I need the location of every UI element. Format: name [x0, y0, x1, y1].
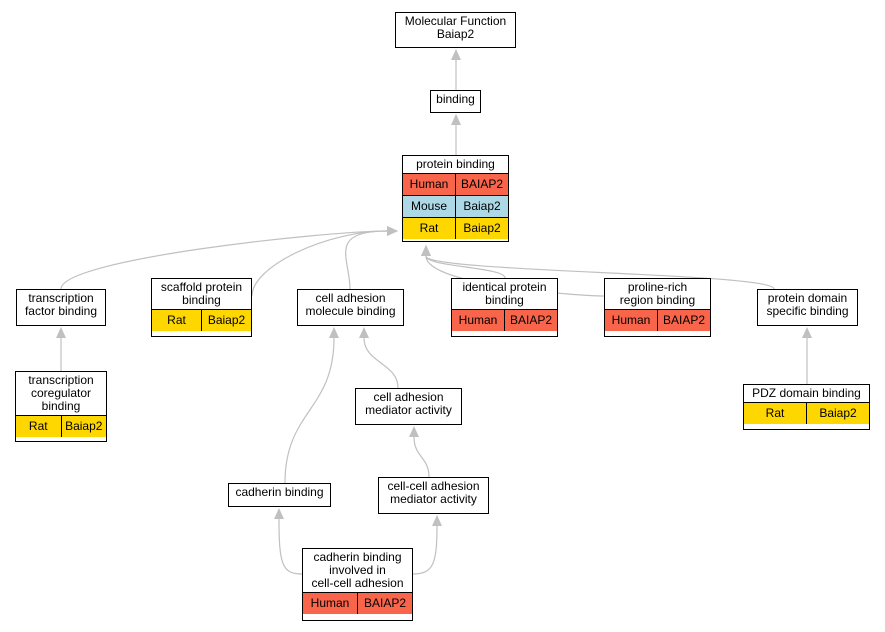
term-node-tfbind[interactable]: transcription factor binding — [16, 289, 106, 326]
term-title: transcription factor binding — [24, 291, 98, 318]
edge-tfbind-to-protein — [60, 230, 388, 290]
gene-cell: BAIAP2 — [657, 310, 710, 331]
edge-cadherin-to-cam — [284, 337, 335, 484]
arrowhead-cadcc-to-cadherin — [274, 508, 284, 519]
gene-cell: Baiap2 — [455, 218, 508, 239]
annotation-row: Human BAIAP2 — [452, 309, 557, 331]
arrowhead-domain-to-protein — [421, 245, 431, 256]
species-cell: Rat — [167, 313, 186, 327]
annotation-row: Mouse Baiap2 — [403, 195, 508, 217]
term-title: cell adhesion molecule binding — [305, 291, 396, 318]
term-node-binding[interactable]: binding — [430, 90, 481, 113]
edge-cadcc-to-cadherin — [278, 518, 303, 575]
term-title: cell-cell adhesion mediator activity — [387, 479, 480, 506]
species-cell: Rat — [28, 419, 48, 433]
annotation-row: Human BAIAP2 — [605, 309, 710, 331]
arrowhead-cam-to-protein — [387, 226, 398, 236]
annotation-row: Human BAIAP2 — [303, 592, 412, 614]
species-cell: Rat — [765, 406, 785, 420]
edge-ccmed-to-camed — [413, 436, 430, 478]
term-title: Molecular Function Baiap2 — [404, 14, 507, 41]
gene-cell: BAIAP2 — [357, 593, 412, 614]
edge-cam-to-protein — [345, 230, 388, 290]
term-title: PDZ domain binding — [752, 386, 861, 400]
arrowhead-binding-to-root — [451, 49, 461, 60]
gene-cell: Baiap2 — [455, 196, 508, 217]
term-title: identical protein binding — [462, 280, 547, 307]
gene-cell: BAIAP2 — [455, 174, 508, 195]
arrowhead-tcoreg-to-tfbind — [56, 327, 66, 338]
term-node-root[interactable]: Molecular Function Baiap2 — [395, 12, 516, 48]
annotation-row: Human BAIAP2 — [403, 173, 508, 195]
term-title: cadherin binding — [235, 485, 324, 499]
term-title: scaffold protein binding — [160, 280, 243, 307]
annotation-row: Rat Baiap2 — [16, 415, 106, 437]
arrowhead-ccmed-to-camed — [409, 426, 419, 437]
edge-identical-to-protein — [425, 255, 506, 279]
term-node-cadherin[interactable]: cadherin binding — [228, 483, 331, 507]
species-cell: Human — [310, 596, 350, 610]
gene-cell: BAIAP2 — [504, 310, 557, 331]
term-node-domain[interactable]: protein domain specific binding — [757, 289, 858, 326]
annotation-row: Rat Baiap2 — [152, 309, 251, 331]
species-cell: Human — [409, 177, 449, 191]
term-title: protein domain specific binding — [766, 291, 849, 318]
arrowhead-protein-to-binding — [451, 114, 461, 125]
species-cell: Human — [458, 313, 498, 327]
term-title: protein binding — [416, 157, 495, 171]
species-cell: Rat — [419, 221, 439, 235]
term-title: cadherin binding involved in cell-cell a… — [311, 550, 404, 590]
gene-cell: Baiap2 — [60, 416, 107, 437]
arrowhead-camed-to-cam — [359, 327, 369, 338]
arrowhead-cadherin-to-cam — [329, 327, 339, 338]
term-title: proline-rich region binding — [619, 280, 696, 307]
term-title: cell adhesion mediator activity — [365, 390, 452, 417]
term-title: binding — [436, 92, 475, 106]
species-cell: Mouse — [410, 199, 448, 213]
arrowhead-pdz-to-domain — [802, 327, 812, 338]
edge-camed-to-cam — [363, 337, 399, 389]
gene-cell: Baiap2 — [201, 310, 251, 331]
species-cell: Human — [611, 313, 651, 327]
annotation-row: Rat Baiap2 — [744, 402, 869, 424]
gene-cell: Baiap2 — [806, 403, 869, 424]
edge-cadcc-to-ccmed — [412, 525, 438, 575]
annotation-row: Rat Baiap2 — [403, 217, 508, 239]
term-node-ccmed[interactable]: cell-cell adhesion mediator activity — [378, 477, 489, 514]
arrowhead-cadcc-to-ccmed — [432, 515, 442, 526]
term-node-camed[interactable]: cell adhesion mediator activity — [355, 388, 462, 425]
term-node-cadcc[interactable]: cadherin binding involved in cell-cell a… — [302, 548, 413, 621]
term-title: transcription coregulator binding — [28, 373, 94, 413]
edge-domain-to-protein — [425, 255, 775, 290]
term-node-cam[interactable]: cell adhesion molecule binding — [297, 289, 404, 326]
